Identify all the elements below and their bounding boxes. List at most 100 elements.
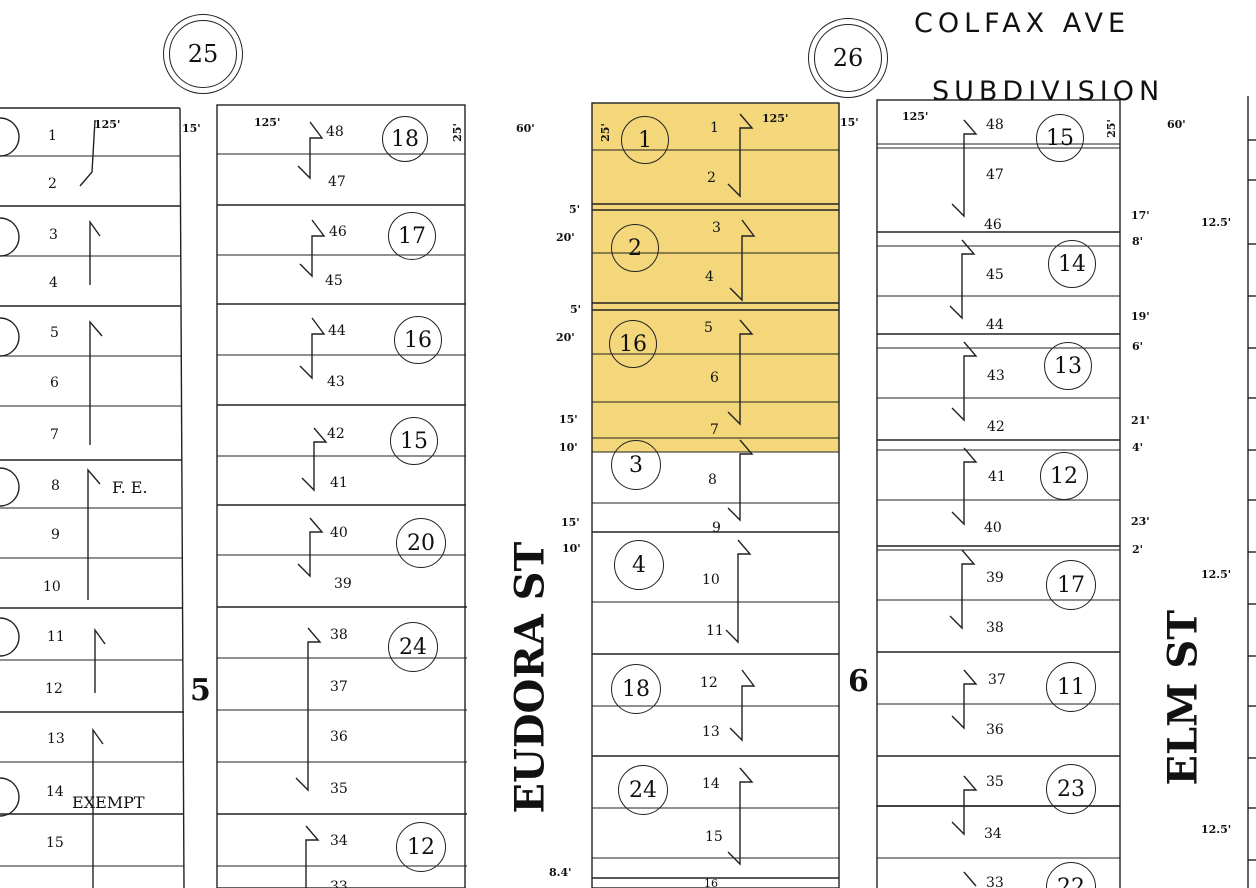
lot-number: 2: [707, 170, 716, 186]
lot-number: 35: [986, 774, 1004, 790]
parcel-number-circle[interactable]: 18: [611, 664, 661, 714]
parcel-number-circle[interactable]: 17: [1046, 560, 1096, 610]
lot-number: 14: [702, 776, 720, 792]
parcel-number-circle[interactable]: 20: [396, 518, 446, 568]
lot-number: 42: [327, 426, 345, 442]
lot-number: 48: [326, 124, 344, 140]
lot-number: 6: [50, 375, 59, 391]
lot-number: 45: [325, 273, 343, 289]
lot-number: 36: [986, 722, 1004, 738]
dim-label: 125': [762, 112, 789, 125]
dim-label: 125': [254, 116, 281, 129]
dim-label: 12.5': [1201, 216, 1232, 229]
parcel-number-circle[interactable]: 16: [609, 320, 657, 368]
lot-number: 1: [48, 128, 57, 144]
parcel-number-circle[interactable]: 24: [388, 622, 438, 672]
dim-label: 10': [562, 542, 581, 555]
dim-label: 6': [1132, 340, 1144, 353]
dim-label: 15': [840, 116, 859, 129]
parcel-number-circle[interactable]: 23: [1046, 764, 1096, 814]
street-label-elm: ELM ST: [1159, 610, 1207, 786]
lot-number: 6: [710, 370, 719, 386]
parcel-number-circle[interactable]: 3: [611, 440, 661, 490]
lot-number: 44: [986, 317, 1004, 333]
lot-number: 41: [330, 475, 348, 491]
map-block-circle-25[interactable]: 25: [163, 14, 243, 94]
parcel-number-circle[interactable]: 1: [621, 116, 669, 164]
subdivision-title-line2: SUBDIVISION: [932, 76, 1165, 107]
lot-number: 12: [700, 675, 718, 691]
lot-number: 40: [984, 520, 1002, 536]
lot-number: 8: [708, 472, 717, 488]
lot-number: 10: [702, 572, 720, 588]
street-label-eudora: EUDORA ST: [506, 541, 554, 814]
parcel-number-circle[interactable]: 18: [382, 116, 428, 162]
dim-label: 21': [1131, 414, 1150, 427]
lot-number: 5: [704, 320, 713, 336]
dim-label: 20': [556, 231, 575, 244]
dim-label: 125': [94, 118, 121, 131]
map-block-circle-26[interactable]: 26: [808, 18, 888, 98]
parcel-number-circle[interactable]: 12: [1040, 452, 1088, 500]
dim-label: 5': [569, 203, 581, 216]
lot-number: 3: [49, 227, 58, 243]
lot-number: 1: [710, 120, 719, 136]
parcel-number-circle[interactable]: 4: [614, 540, 664, 590]
parcel-number-circle[interactable]: 11: [1046, 662, 1096, 712]
dim-label: 8': [1132, 235, 1144, 248]
lot-number: 10: [43, 579, 61, 595]
lot-number: 38: [330, 627, 348, 643]
lot-number: 13: [47, 731, 65, 747]
lot-number: 46: [329, 224, 347, 240]
dim-label: 12.5': [1201, 823, 1232, 836]
lot-number: 34: [984, 826, 1002, 842]
parcel-number-circle[interactable]: 24: [618, 765, 668, 815]
lot-number: 11: [706, 623, 724, 639]
lot-number: 8: [51, 478, 60, 494]
lot-number: 47: [986, 167, 1004, 183]
lot-number: 33: [330, 879, 348, 888]
parcel-number-circle[interactable]: 17: [388, 212, 436, 260]
dim-label: 5': [570, 303, 582, 316]
lot-number: 42: [987, 419, 1005, 435]
dim-label: 20': [556, 331, 575, 344]
dim-label: 15': [559, 413, 578, 426]
parcel-number-circle[interactable]: 15: [1036, 114, 1084, 162]
lot-number: 39: [986, 570, 1004, 586]
lot-number: 33: [986, 875, 1004, 888]
lot-number: 34: [330, 833, 348, 849]
dim-label: 12.5': [1201, 568, 1232, 581]
dim-label: 125': [902, 110, 929, 123]
parcel-number-circle[interactable]: 15: [390, 417, 438, 465]
lot-number: 2: [48, 176, 57, 192]
dim-label: 25': [1104, 119, 1118, 138]
parcel-number-circle[interactable]: 14: [1048, 240, 1096, 288]
lot-number: 40: [330, 525, 348, 541]
parcel-number-circle[interactable]: 2: [611, 224, 659, 272]
dim-label: 25': [598, 123, 612, 142]
dim-label: 4': [1132, 441, 1144, 454]
subdivision-title-line1: COLFAX AVE: [914, 8, 1131, 39]
lot-number: 37: [330, 679, 348, 695]
parcel-number-circle[interactable]: 12: [396, 822, 446, 872]
lot-number: 44: [328, 323, 346, 339]
lot-number: 14: [46, 784, 64, 800]
lot-number: 35: [330, 781, 348, 797]
lot-number: 43: [987, 368, 1005, 384]
lot-number: 12: [45, 681, 63, 697]
dim-label: 60': [1167, 118, 1186, 131]
parcel-number-circle[interactable]: 13: [1044, 342, 1092, 390]
parcel-number-circle[interactable]: 16: [394, 316, 442, 364]
lot-number: 9: [712, 520, 721, 536]
dim-label: 60': [516, 122, 535, 135]
block-number-5: 5: [190, 673, 211, 708]
lot-number: 7: [710, 422, 719, 438]
lot-number: 3: [712, 220, 721, 236]
lot-number: 45: [986, 267, 1004, 283]
dim-label: 17': [1131, 209, 1150, 222]
dim-label: 10': [559, 441, 578, 454]
note-exempt: EXEMPT: [72, 793, 145, 812]
dim-label: 2': [1132, 543, 1144, 556]
